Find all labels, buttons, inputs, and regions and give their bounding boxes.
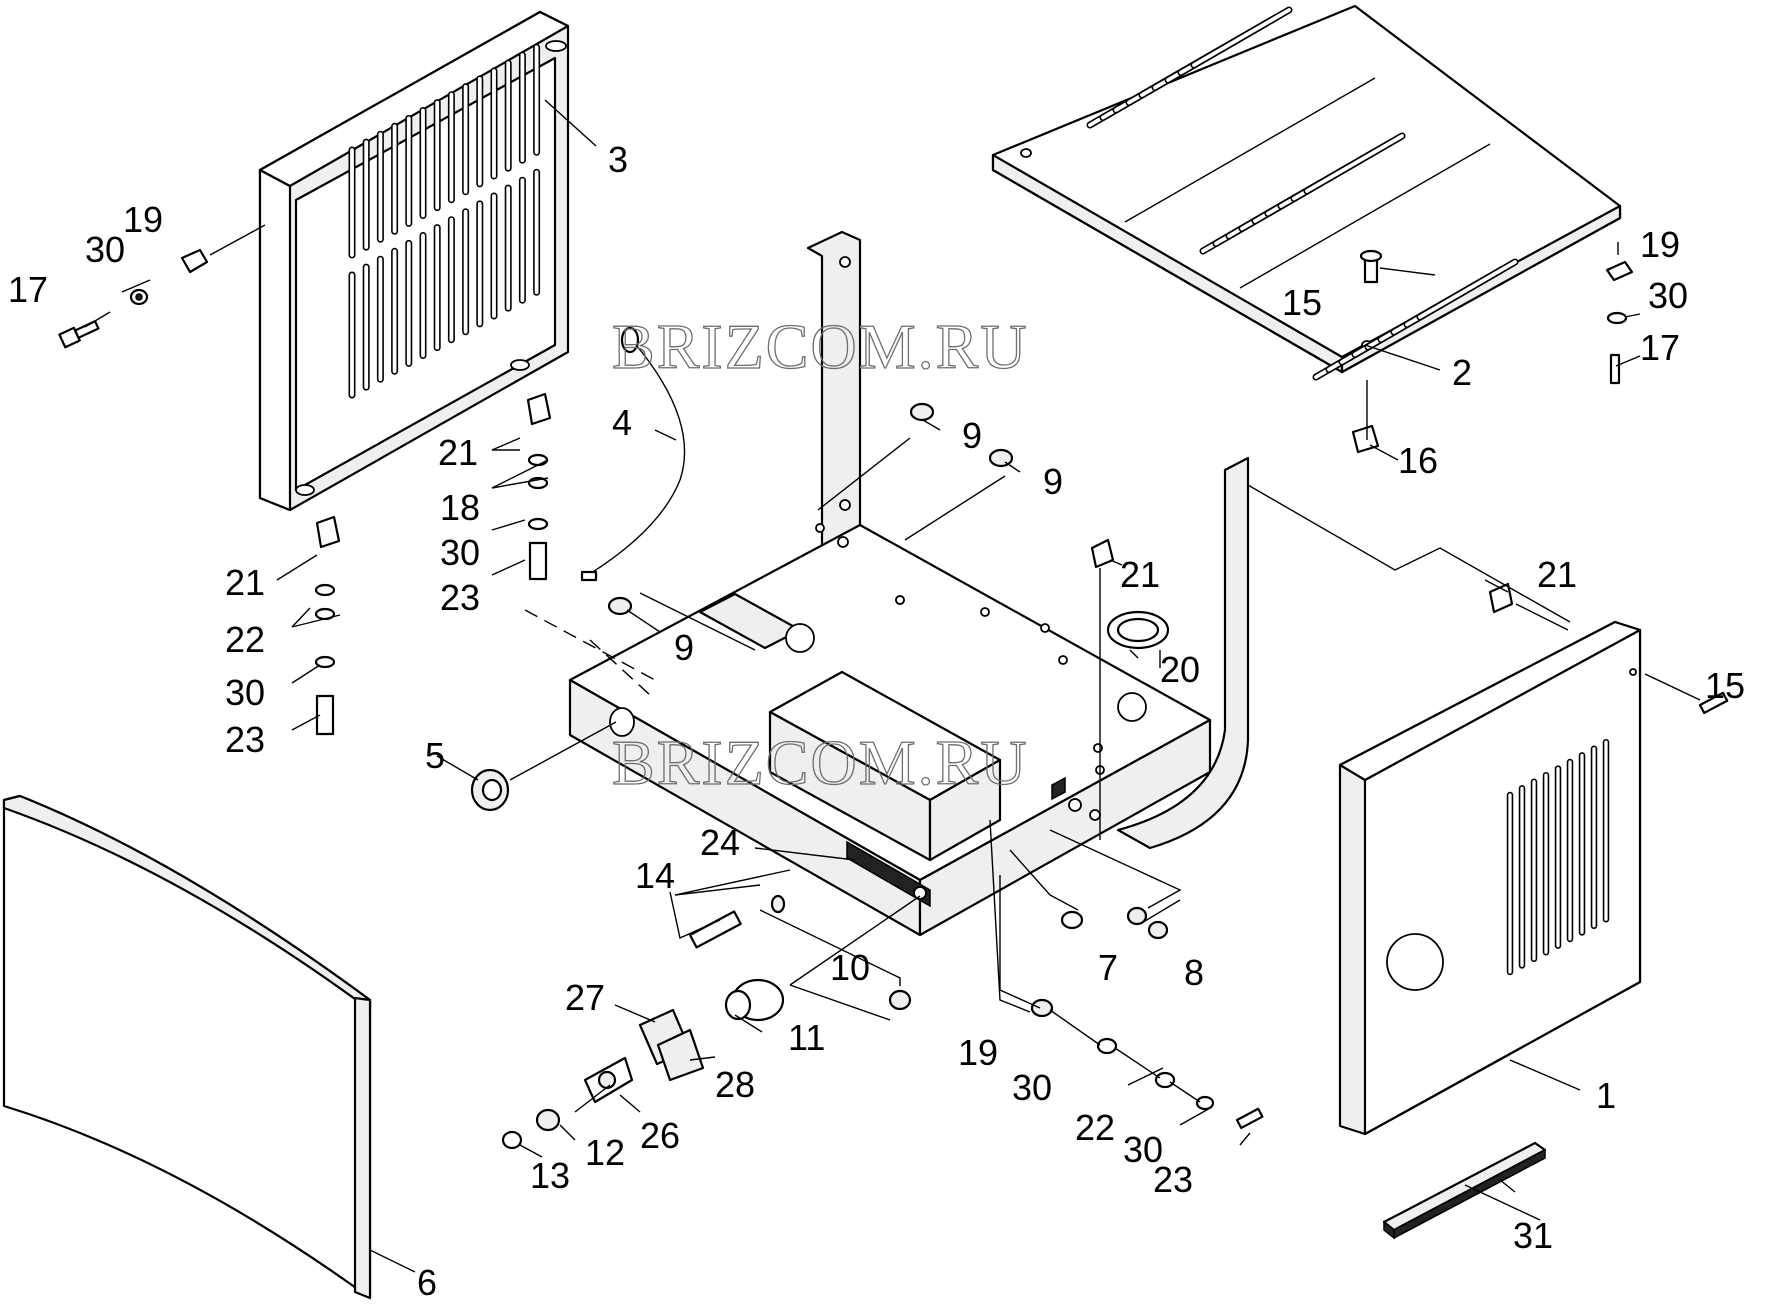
callout-23-c: 23 bbox=[1153, 1159, 1193, 1200]
callout-5: 5 bbox=[425, 735, 445, 776]
callout-labels: 1 2 3 4 5 6 7 8 9 9 9 10 11 12 13 14 15 … bbox=[8, 139, 1745, 1303]
callout-21-d: 21 bbox=[1537, 554, 1577, 595]
callout-13: 13 bbox=[530, 1155, 570, 1196]
callout-19-b: 19 bbox=[1640, 224, 1680, 265]
callout-30-e: 30 bbox=[1012, 1067, 1052, 1108]
part-2-top-cover bbox=[991, 4, 1622, 381]
part-31-strip bbox=[1382, 1141, 1547, 1240]
callout-22-a: 22 bbox=[225, 619, 265, 660]
vent-slot bbox=[1192, 8, 1291, 67]
callout-28: 28 bbox=[715, 1064, 755, 1105]
part-1-side-panel bbox=[1338, 620, 1642, 1136]
callout-3: 3 bbox=[608, 139, 628, 180]
small-parts bbox=[58, 248, 1729, 1150]
callout-21-b: 21 bbox=[225, 562, 265, 603]
callout-31: 31 bbox=[1513, 1215, 1553, 1256]
callout-1: 1 bbox=[1596, 1075, 1616, 1116]
callout-8: 8 bbox=[1184, 952, 1204, 993]
callout-19-a: 19 bbox=[123, 199, 163, 240]
callout-15-a: 15 bbox=[1282, 282, 1322, 323]
callout-26: 26 bbox=[640, 1115, 680, 1156]
callout-30-b: 30 bbox=[1648, 275, 1688, 316]
watermark-top: BRIZCOM.RU bbox=[612, 311, 1029, 382]
chassis-frame bbox=[568, 230, 1250, 937]
vent-slot bbox=[1418, 260, 1517, 319]
callout-30-f: 30 bbox=[1123, 1129, 1163, 1170]
part-6-front-door bbox=[2, 794, 372, 1300]
callout-30-a: 30 bbox=[85, 229, 125, 270]
callout-15-b: 15 bbox=[1705, 665, 1745, 706]
callout-23-a: 23 bbox=[440, 577, 480, 618]
callout-9-b: 9 bbox=[1043, 461, 1063, 502]
callout-19-c: 19 bbox=[958, 1032, 998, 1073]
callout-30-d: 30 bbox=[225, 672, 265, 713]
callout-17-a: 17 bbox=[8, 269, 48, 310]
callout-14: 14 bbox=[635, 855, 675, 896]
callout-23-b: 23 bbox=[225, 719, 265, 760]
watermark-middle: BRIZCOM.RU bbox=[612, 727, 1029, 798]
callout-9-c: 9 bbox=[674, 627, 694, 668]
callout-18: 18 bbox=[440, 487, 480, 528]
callout-9-a: 9 bbox=[962, 415, 982, 456]
callout-10: 10 bbox=[830, 947, 870, 988]
callout-22-b: 22 bbox=[1075, 1107, 1115, 1148]
callout-2: 2 bbox=[1452, 352, 1472, 393]
callout-20: 20 bbox=[1160, 649, 1200, 690]
callout-12: 12 bbox=[585, 1132, 625, 1173]
callout-21-a: 21 bbox=[438, 432, 478, 473]
callout-21-c: 21 bbox=[1120, 554, 1160, 595]
leader-lines bbox=[84, 99, 1701, 1273]
callout-11: 11 bbox=[788, 1017, 825, 1058]
part-3-rear-panel bbox=[258, 10, 570, 512]
callout-7: 7 bbox=[1098, 947, 1118, 988]
vent-slot bbox=[1305, 134, 1404, 193]
callout-6: 6 bbox=[417, 1262, 437, 1303]
callout-4: 4 bbox=[612, 402, 632, 443]
callout-16: 16 bbox=[1398, 440, 1438, 481]
callout-30-c: 30 bbox=[440, 532, 480, 573]
callout-17-b: 17 bbox=[1640, 327, 1680, 368]
callout-24: 24 bbox=[700, 822, 740, 863]
callout-27: 27 bbox=[565, 977, 605, 1018]
